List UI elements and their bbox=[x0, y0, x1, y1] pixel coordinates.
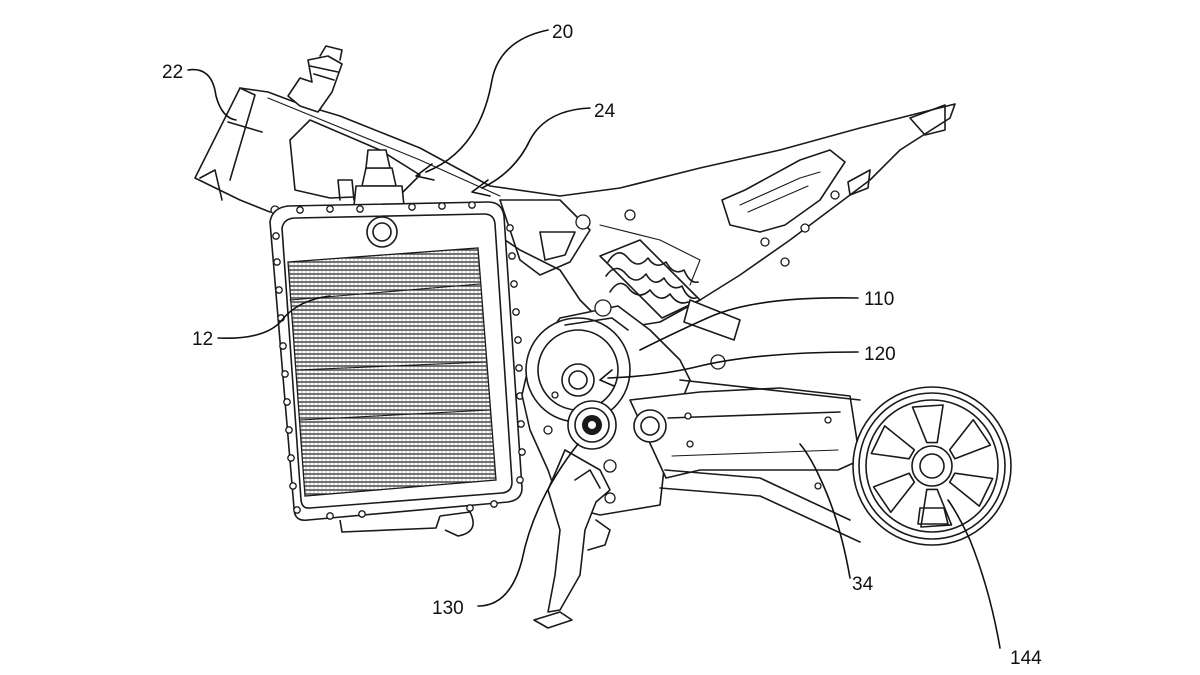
battery-bolt bbox=[283, 398, 291, 406]
battery-bolt bbox=[517, 420, 525, 428]
kickstand bbox=[533, 449, 617, 629]
arrow-20 bbox=[415, 163, 435, 181]
rear-shock bbox=[599, 239, 741, 341]
wheel-spoke bbox=[948, 472, 994, 507]
battery-bolt bbox=[510, 280, 518, 288]
battery-bolt bbox=[506, 224, 514, 232]
battery-bolt bbox=[358, 510, 366, 518]
battery-bolt bbox=[281, 370, 289, 378]
ref-24: 24 bbox=[594, 101, 616, 122]
leader-12 bbox=[217, 295, 331, 339]
leader-22 bbox=[187, 68, 237, 121]
battery-connector bbox=[337, 149, 405, 207]
battery-bolt bbox=[279, 342, 287, 350]
battery-bolt bbox=[514, 336, 522, 344]
battery-bolt bbox=[356, 205, 364, 213]
battery-bolt bbox=[326, 512, 334, 520]
battery-bolt bbox=[518, 448, 526, 456]
battery-bolt bbox=[289, 482, 297, 490]
battery-bolt bbox=[408, 203, 416, 211]
battery-bolt bbox=[490, 500, 498, 508]
battery-bolt bbox=[438, 202, 446, 210]
wheel-spoke bbox=[911, 404, 944, 444]
battery-bolt bbox=[296, 206, 304, 214]
battery-bolt bbox=[516, 476, 524, 484]
ref-34: 34 bbox=[852, 574, 874, 595]
battery-bolt bbox=[275, 286, 283, 294]
battery-bolt bbox=[515, 364, 523, 372]
leader-130 bbox=[477, 443, 579, 607]
leader-20 bbox=[425, 29, 549, 173]
leader-120 bbox=[607, 351, 859, 379]
swingarm bbox=[629, 379, 861, 543]
wheel-spoke bbox=[948, 418, 992, 460]
ref-130: 130 bbox=[432, 598, 464, 619]
drive-sprocket bbox=[567, 400, 617, 450]
rear-wheel-hub bbox=[852, 386, 1012, 546]
reference-numerals: 20 22 24 12 110 120 130 34 144 bbox=[162, 22, 1042, 669]
battery bbox=[269, 201, 523, 537]
arrow-24 bbox=[471, 179, 491, 197]
leader-144 bbox=[947, 499, 1001, 649]
leader-24 bbox=[481, 107, 591, 189]
wheel-spoke bbox=[870, 425, 916, 460]
battery-bolt bbox=[326, 205, 334, 213]
leader-110 bbox=[639, 297, 859, 351]
battery-bolt bbox=[287, 454, 295, 462]
battery-perimeter-bolts bbox=[272, 201, 526, 520]
battery-bolt bbox=[508, 252, 516, 260]
wheel-spoke bbox=[872, 472, 916, 514]
battery-bolt bbox=[273, 258, 281, 266]
ref-120: 120 bbox=[864, 344, 896, 365]
leader-lines bbox=[187, 29, 1001, 649]
battery-bolt bbox=[293, 506, 301, 514]
ref-20: 20 bbox=[552, 22, 573, 43]
battery-bolt bbox=[272, 232, 280, 240]
leader-34 bbox=[799, 443, 851, 579]
ref-12: 12 bbox=[192, 329, 213, 350]
ref-110: 110 bbox=[864, 289, 894, 310]
wheel-spokes bbox=[870, 404, 994, 528]
battery-bolt bbox=[285, 426, 293, 434]
top-connector bbox=[287, 45, 343, 113]
battery-bolt bbox=[512, 308, 520, 316]
wheel-spoke bbox=[920, 488, 953, 528]
ref-22: 22 bbox=[162, 62, 183, 83]
battery-bolt bbox=[466, 504, 474, 512]
ref-144: 144 bbox=[1010, 648, 1042, 669]
arrow-120 bbox=[599, 369, 615, 387]
battery-bolt bbox=[468, 201, 476, 209]
